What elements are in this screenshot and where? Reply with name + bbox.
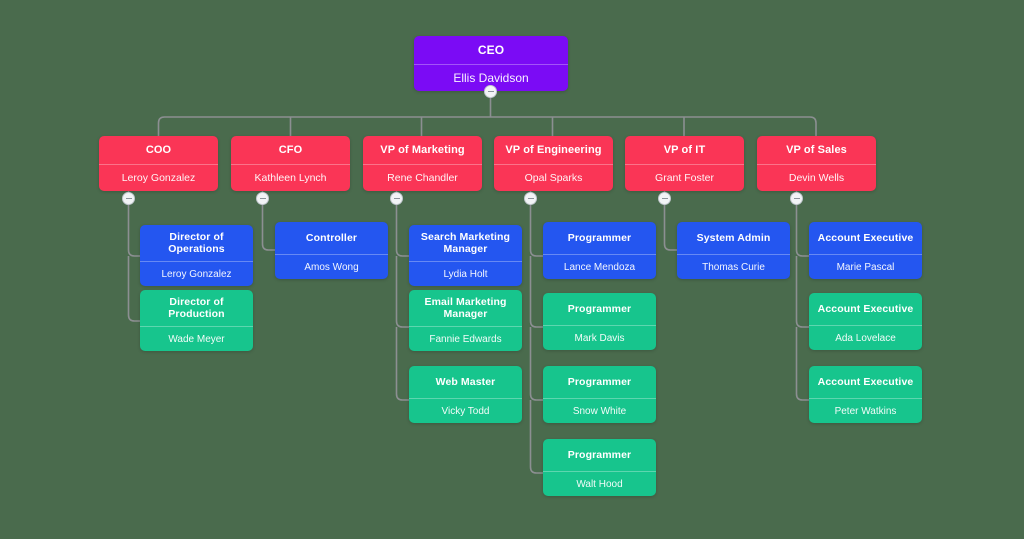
node-system-admin-title: System Admin: [696, 231, 771, 244]
node-email-marketing-manager[interactable]: Email Marketing Manager Fannie Edwards: [409, 290, 522, 351]
node-account-executive-1-title: Account Executive: [817, 231, 914, 244]
node-web-master-name: Vicky Todd: [409, 398, 522, 423]
node-search-marketing-manager-title: Search Marketing Manager: [420, 230, 511, 255]
minus-icon: [487, 91, 494, 92]
toggle-vp-it[interactable]: [658, 192, 671, 205]
node-search-marketing-manager-name: Lydia Holt: [409, 261, 522, 286]
node-account-executive-2-name: Ada Lovelace: [809, 325, 922, 350]
node-system-admin-name: Thomas Curie: [677, 254, 790, 279]
minus-icon: [393, 198, 400, 199]
node-vp-marketing-name: Rene Chandler: [363, 164, 482, 191]
node-vp-engineering[interactable]: VP of Engineering Opal Sparks: [494, 136, 613, 191]
node-cfo[interactable]: CFO Kathleen Lynch: [231, 136, 350, 191]
node-programmer-3-title: Programmer: [567, 375, 632, 388]
node-programmer-4-title: Programmer: [567, 448, 632, 461]
node-controller-title: Controller: [305, 231, 358, 244]
node-ceo-title: CEO: [477, 42, 505, 57]
node-programmer-snow-white[interactable]: Programmer Snow White: [543, 366, 656, 423]
node-cfo-name: Kathleen Lynch: [231, 164, 350, 191]
node-programmer-1-title: Programmer: [567, 231, 632, 244]
node-controller-name: Amos Wong: [275, 254, 388, 279]
node-web-master-title: Web Master: [435, 375, 496, 388]
toggle-vp-sales[interactable]: [790, 192, 803, 205]
node-ceo-name: Ellis Davidson: [414, 64, 568, 91]
minus-icon: [125, 198, 132, 199]
node-director-production-title: Director of Production: [168, 295, 225, 320]
node-coo[interactable]: COO Leroy Gonzalez: [99, 136, 218, 191]
node-vp-marketing[interactable]: VP of Marketing Rene Chandler: [363, 136, 482, 191]
node-cfo-title: CFO: [278, 143, 303, 156]
node-director-production[interactable]: Director of Production Wade Meyer: [140, 290, 253, 351]
node-account-executive-peter-watkins[interactable]: Account Executive Peter Watkins: [809, 366, 922, 423]
node-vp-it-name: Grant Foster: [625, 164, 744, 191]
node-coo-name: Leroy Gonzalez: [99, 164, 218, 191]
node-coo-title: COO: [145, 143, 172, 156]
toggle-cfo[interactable]: [256, 192, 269, 205]
node-programmer-1-name: Lance Mendoza: [543, 254, 656, 279]
node-programmer-lance-mendoza[interactable]: Programmer Lance Mendoza: [543, 222, 656, 279]
node-programmer-2-title: Programmer: [567, 302, 632, 315]
node-ceo[interactable]: CEO Ellis Davidson: [414, 36, 568, 91]
node-programmer-2-name: Mark Davis: [543, 325, 656, 350]
minus-icon: [527, 198, 534, 199]
toggle-vp-engineering[interactable]: [524, 192, 537, 205]
node-director-production-name: Wade Meyer: [140, 326, 253, 351]
minus-icon: [661, 198, 668, 199]
node-vp-it[interactable]: VP of IT Grant Foster: [625, 136, 744, 191]
toggle-vp-marketing[interactable]: [390, 192, 403, 205]
node-system-admin[interactable]: System Admin Thomas Curie: [677, 222, 790, 279]
node-account-executive-3-title: Account Executive: [817, 375, 914, 388]
node-vp-it-title: VP of IT: [663, 143, 706, 156]
toggle-ceo[interactable]: [484, 85, 497, 98]
node-search-marketing-manager[interactable]: Search Marketing Manager Lydia Holt: [409, 225, 522, 286]
node-email-marketing-manager-title: Email Marketing Manager: [424, 295, 507, 320]
node-vp-sales[interactable]: VP of Sales Devin Wells: [757, 136, 876, 191]
node-director-operations-title: Director of Operations: [168, 230, 225, 255]
node-vp-sales-name: Devin Wells: [757, 164, 876, 191]
node-account-executive-marie-pascal[interactable]: Account Executive Marie Pascal: [809, 222, 922, 279]
node-account-executive-ada-lovelace[interactable]: Account Executive Ada Lovelace: [809, 293, 922, 350]
minus-icon: [259, 198, 266, 199]
minus-icon: [793, 198, 800, 199]
node-director-operations-name: Leroy Gonzalez: [140, 261, 253, 286]
node-vp-engineering-title: VP of Engineering: [505, 143, 602, 156]
node-web-master[interactable]: Web Master Vicky Todd: [409, 366, 522, 423]
node-programmer-3-name: Snow White: [543, 398, 656, 423]
node-vp-engineering-name: Opal Sparks: [494, 164, 613, 191]
node-vp-sales-title: VP of Sales: [786, 143, 847, 156]
node-controller[interactable]: Controller Amos Wong: [275, 222, 388, 279]
node-account-executive-2-title: Account Executive: [817, 302, 914, 315]
node-programmer-4-name: Walt Hood: [543, 471, 656, 496]
toggle-coo[interactable]: [122, 192, 135, 205]
node-vp-marketing-title: VP of Marketing: [380, 143, 465, 156]
node-account-executive-1-name: Marie Pascal: [809, 254, 922, 279]
node-account-executive-3-name: Peter Watkins: [809, 398, 922, 423]
node-programmer-mark-davis[interactable]: Programmer Mark Davis: [543, 293, 656, 350]
node-director-operations[interactable]: Director of Operations Leroy Gonzalez: [140, 225, 253, 286]
node-programmer-walt-hood[interactable]: Programmer Walt Hood: [543, 439, 656, 496]
node-email-marketing-manager-name: Fannie Edwards: [409, 326, 522, 351]
